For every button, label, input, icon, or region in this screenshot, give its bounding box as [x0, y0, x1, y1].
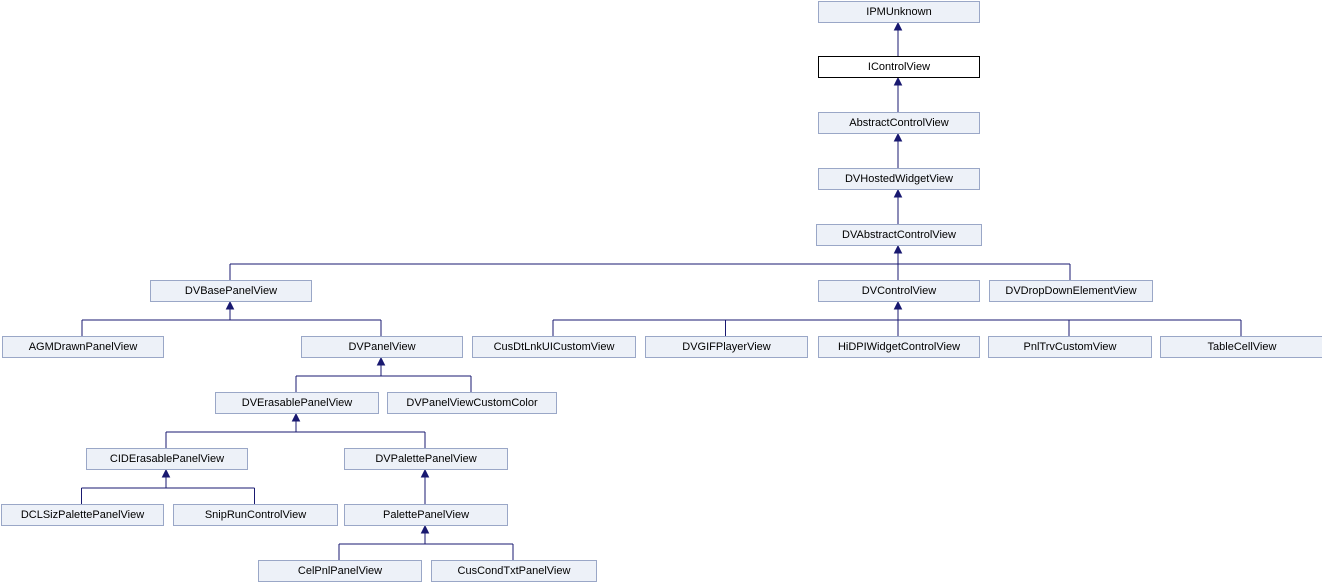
inheritance-arrowhead: [420, 468, 430, 478]
class-node-dvdropdownelementview[interactable]: DVDropDownElementView: [989, 280, 1153, 302]
class-node-dvbasepanelview[interactable]: DVBasePanelView: [150, 280, 312, 302]
class-node-pnltrvcustomview[interactable]: PnlTrvCustomView: [988, 336, 1152, 358]
class-node-agmdrawnpanelview[interactable]: AGMDrawnPanelView: [2, 336, 164, 358]
class-node-ciderasablepanelview[interactable]: CIDErasablePanelView: [86, 448, 248, 470]
inheritance-arrowhead: [225, 300, 235, 310]
class-node-dvabstractcontrolview[interactable]: DVAbstractControlView: [816, 224, 982, 246]
class-node-hidpiwidgetcontrolview[interactable]: HiDPIWidgetControlView: [818, 336, 980, 358]
class-node-cuscondtxtpanelview[interactable]: CusCondTxtPanelView: [431, 560, 597, 582]
inheritance-arrowhead: [893, 188, 903, 198]
inheritance-arrowhead: [893, 244, 903, 254]
class-node-dvgifplayerview[interactable]: DVGIFPlayerView: [645, 336, 808, 358]
class-node-dvpanelview[interactable]: DVPanelView: [301, 336, 463, 358]
inheritance-arrowhead: [893, 132, 903, 142]
inheritance-arrowhead: [376, 356, 386, 366]
class-node-tablecellview[interactable]: TableCellView: [1160, 336, 1322, 358]
inheritance-arrowhead: [893, 300, 903, 310]
class-node-dvhostedwidgetview[interactable]: DVHostedWidgetView: [818, 168, 980, 190]
class-node-ipmunknown[interactable]: IPMUnknown: [818, 1, 980, 23]
class-node-celpnlpanelview[interactable]: CelPnlPanelView: [258, 560, 422, 582]
class-node-dvcontrolview[interactable]: DVControlView: [818, 280, 980, 302]
class-node-dvpalettepanelview[interactable]: DVPalettePanelView: [344, 448, 508, 470]
class-node-icontrolview: IControlView: [818, 56, 980, 78]
class-node-cusdtlnkuicustomview[interactable]: CusDtLnkUICustomView: [472, 336, 636, 358]
class-node-dvpanelviewcustomcolor[interactable]: DVPanelViewCustomColor: [387, 392, 557, 414]
class-node-dclsizpalettepanelview[interactable]: DCLSizPalettePanelView: [1, 504, 164, 526]
inheritance-arrowhead: [291, 412, 301, 422]
inheritance-arrowhead: [893, 76, 903, 86]
class-node-palettepanelview[interactable]: PalettePanelView: [344, 504, 508, 526]
class-node-snipruncontrolview[interactable]: SnipRunControlView: [173, 504, 338, 526]
inheritance-arrowhead: [420, 524, 430, 534]
inheritance-arrowhead: [893, 21, 903, 31]
inheritance-arrowhead: [161, 468, 171, 478]
class-node-abstractcontrolview[interactable]: AbstractControlView: [818, 112, 980, 134]
class-node-dverasablepanelview[interactable]: DVErasablePanelView: [215, 392, 379, 414]
